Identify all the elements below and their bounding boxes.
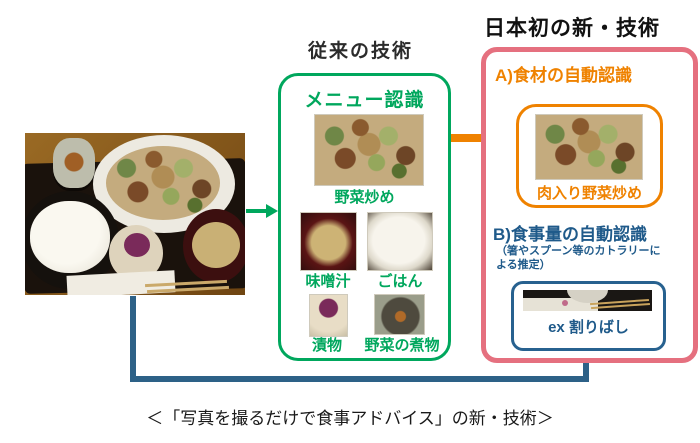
photo-to-quantity-arrow-segment: [130, 296, 136, 382]
rice-label: ごはん: [377, 273, 423, 290]
pickles-label: 漬物: [311, 337, 342, 354]
miso-soup-label: 味噌汁: [305, 273, 351, 290]
chopsticks-example-label: ex 割りばし: [548, 319, 629, 336]
stirfry-plate: [93, 135, 235, 233]
new-tech-heading: 日本初の新・技術: [484, 17, 660, 40]
stirfry-image: [314, 114, 424, 186]
figure-caption: ＜「写真を撮るだけで食事アドバイス」の新・技術＞: [146, 409, 554, 428]
new-tech-box: A)食材の自動認識 肉入り野菜炒め B)食事量の自動認識 （箸やスプーン等のカト…: [481, 47, 698, 363]
pickles-image: [309, 294, 348, 337]
section-b-title: B)食事量の自動認識: [493, 225, 647, 244]
chopsticks-photo-strip: [523, 290, 652, 311]
side-dish-cup: [53, 138, 95, 188]
miso-soup-bowl: [183, 209, 245, 283]
menu-recognition-title: メニュー認識: [304, 90, 425, 111]
miso-soup: [192, 222, 240, 268]
photo-to-menu-arrowhead: [266, 204, 278, 218]
napkin-logo: [561, 300, 568, 307]
rice-image: [367, 212, 433, 271]
stirfry-label: 野菜炒め: [334, 189, 395, 206]
rice-bowl: [25, 191, 119, 289]
simmered-vegetables-label: 野菜の煮物: [364, 337, 440, 354]
ingredient-recognition-box: 肉入り野菜炒め: [516, 104, 663, 208]
simmered-vegetables-image: [374, 294, 425, 335]
section-b-note: （箸やスプーン等のカトラリーに よる推定）: [496, 245, 661, 271]
photo-to-quantity-arrow-segment: [583, 356, 589, 382]
section-a-title: A)食材の自動認識: [495, 66, 632, 85]
recognized-dish-label: 肉入り野菜炒め: [536, 185, 642, 202]
photo-to-quantity-arrow-segment: [130, 376, 589, 382]
photo-to-menu-arrow: [246, 209, 268, 213]
menu-to-ingredients-arrow: [413, 134, 490, 142]
recognized-stirfry-image: [535, 114, 643, 180]
stirfry-food: [106, 146, 220, 220]
conventional-tech-heading: 従来の技術: [308, 41, 414, 62]
miso-soup-image: [300, 212, 357, 271]
quantity-recognition-box: ex 割りばし: [511, 281, 666, 351]
pickles: [124, 233, 150, 257]
menu-recognition-box: メニュー認識 野菜炒め 味噌汁 ごはん 漬物 野菜の煮物: [278, 73, 451, 361]
bowl-edge-detail: [566, 290, 609, 303]
rice: [30, 201, 110, 273]
meal-photo: [25, 133, 245, 295]
